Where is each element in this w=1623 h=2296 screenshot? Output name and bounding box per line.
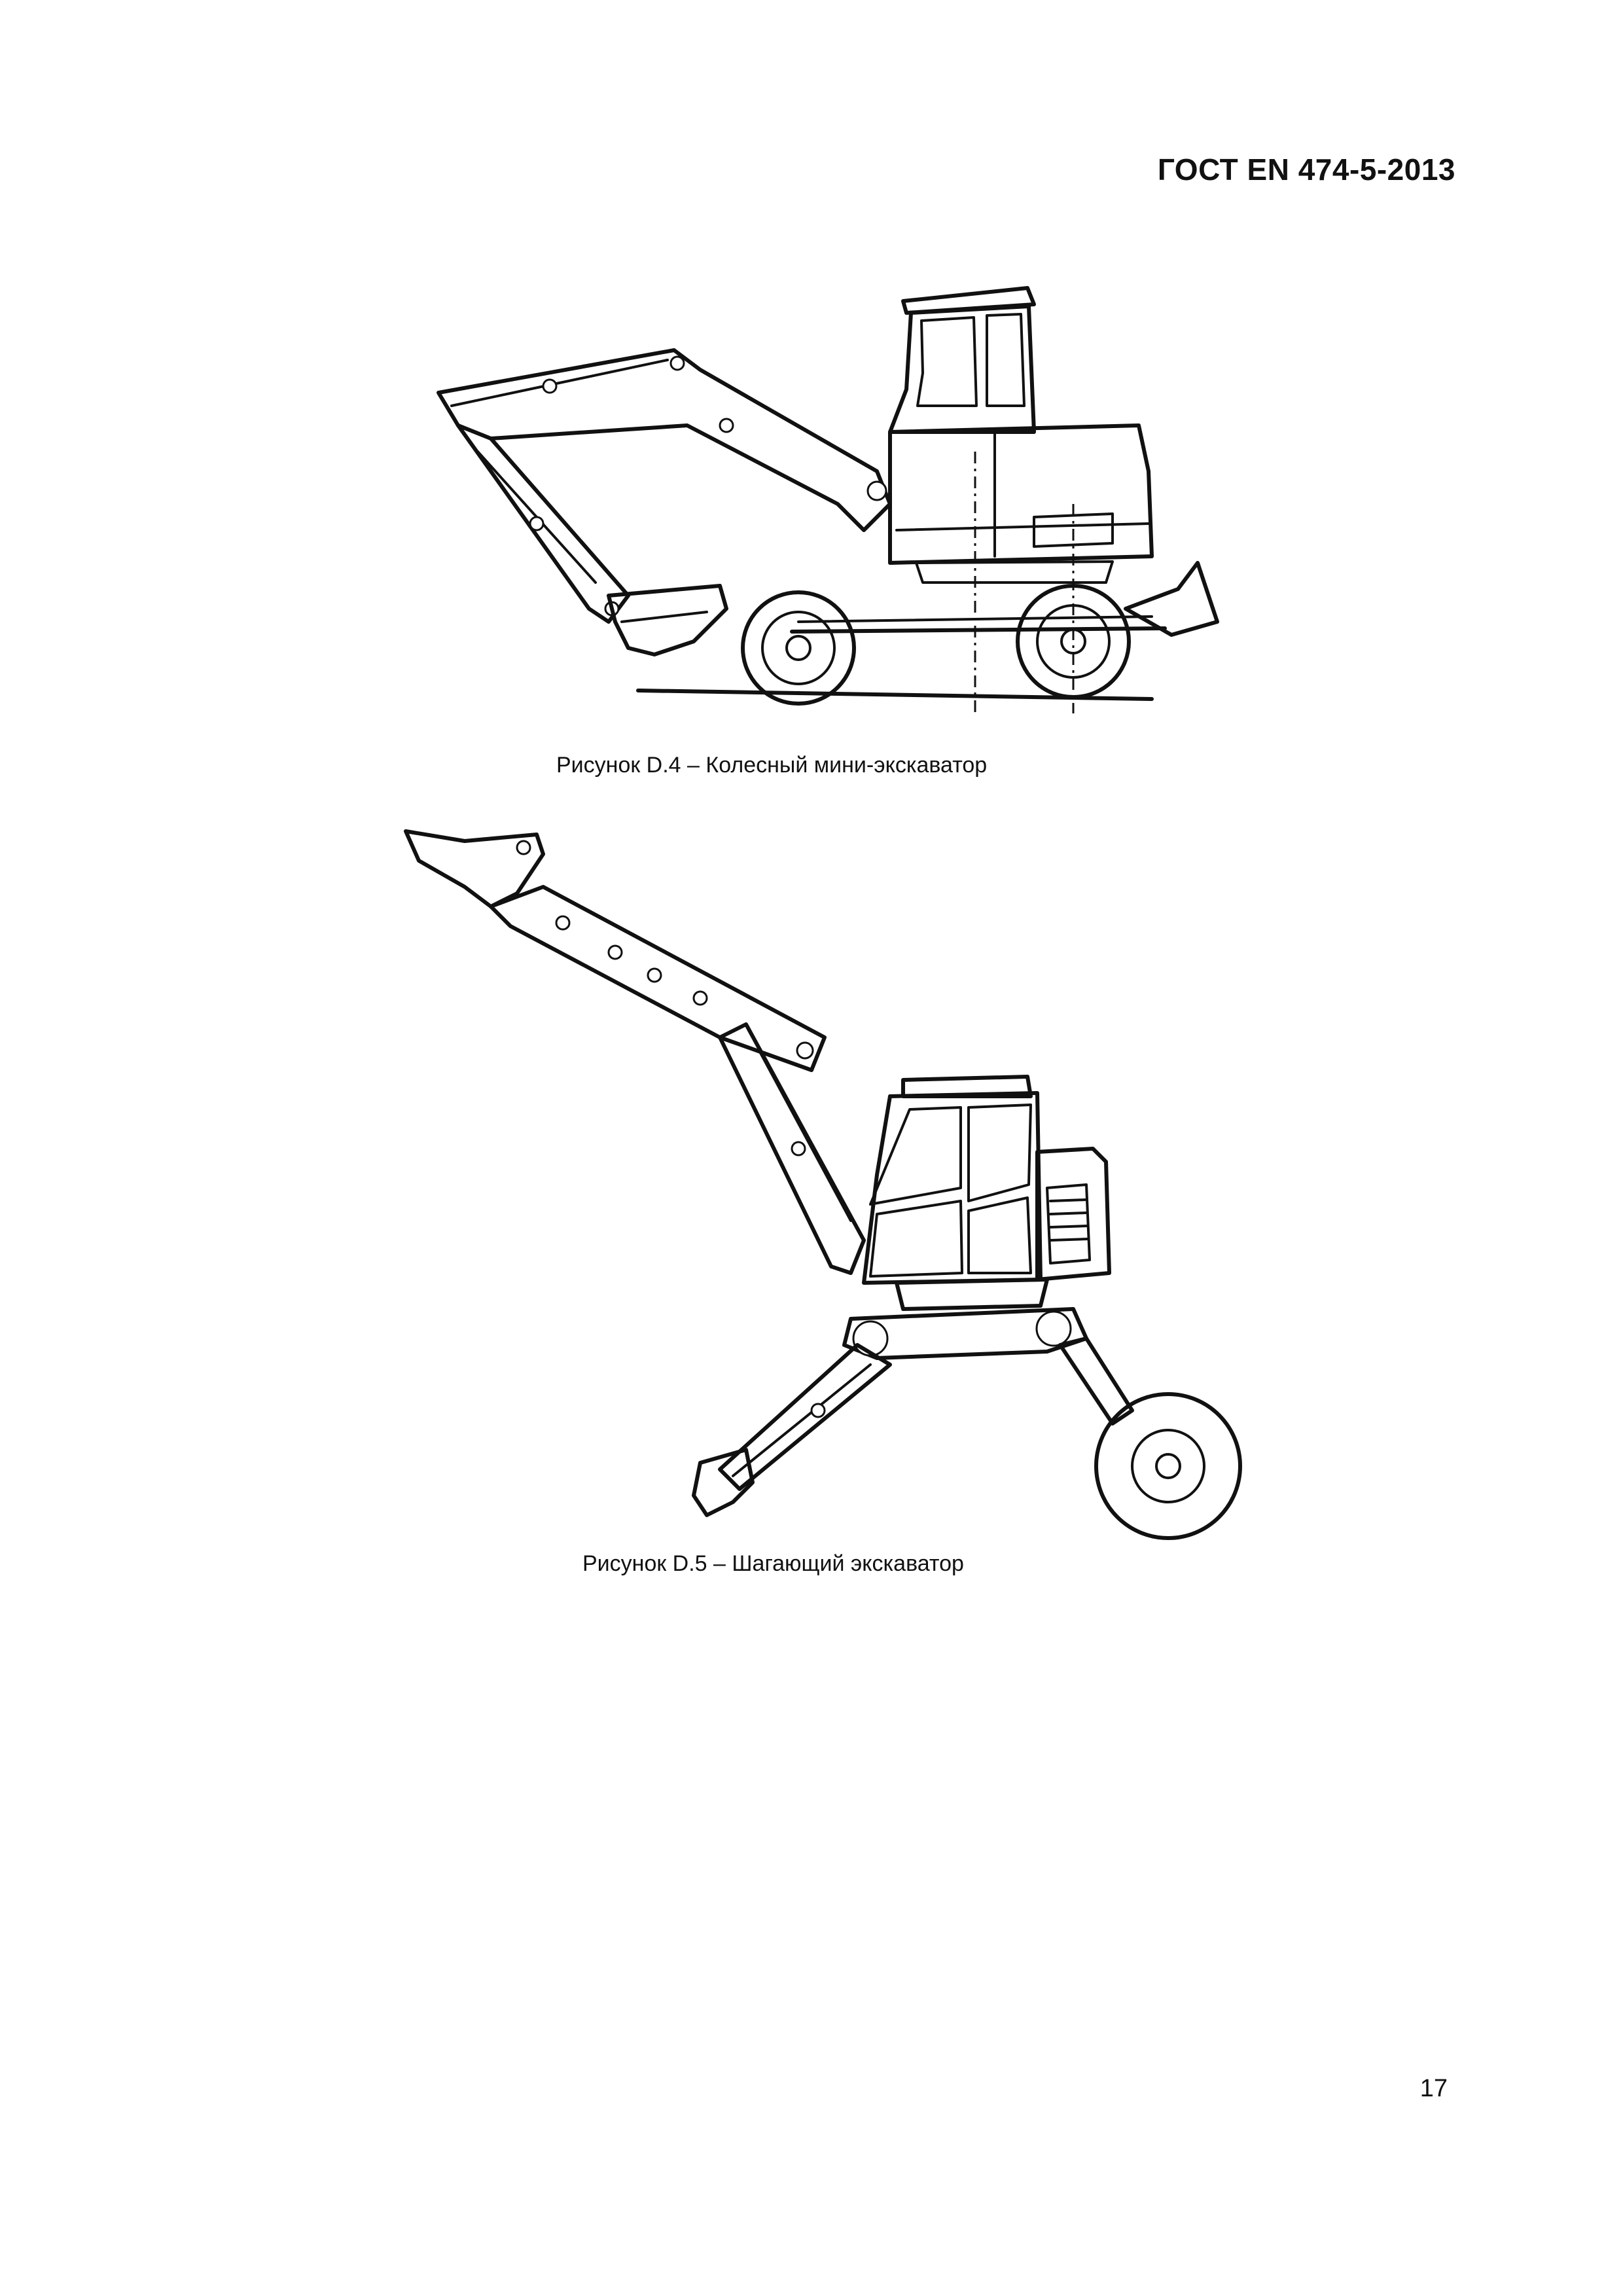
figure-d5-caption: Рисунок D.5 – Шагающий экскаватор bbox=[582, 1551, 964, 1576]
figure-d4-caption: Рисунок D.4 – Колесный мини-экскаватор bbox=[556, 753, 988, 778]
standard-code-header: ГОСТ EN 474-5-2013 bbox=[1157, 152, 1455, 187]
walking-excavator-drawing bbox=[393, 821, 1283, 1540]
page-number: 17 bbox=[1419, 2075, 1448, 2102]
wheeled-mini-excavator-drawing bbox=[419, 255, 1224, 726]
